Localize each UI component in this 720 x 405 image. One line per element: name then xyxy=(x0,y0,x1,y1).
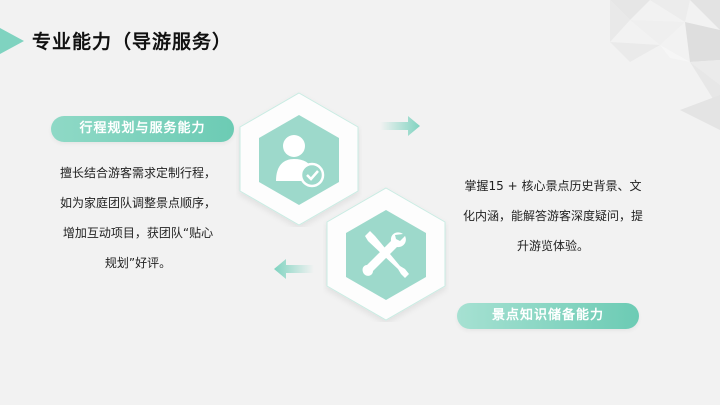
itinerary-service-label: 行程规划与服务能力 xyxy=(51,116,234,142)
user-check-icon xyxy=(276,135,325,188)
user-check-hexagon xyxy=(239,92,359,226)
scenic-knowledge-description: 掌握15 + 核心景点历史背景、文 化内涵，能解答游客深度疑问，提 升游览体验。 xyxy=(462,179,643,253)
scenic-knowledge-label: 景点知识储备能力 xyxy=(457,303,639,329)
arrow-left-icon xyxy=(274,259,314,279)
tools-hexagon xyxy=(326,187,446,321)
background-triangle-pattern xyxy=(610,0,720,130)
itinerary-service-description: 擅长结合游客需求定制行程， 如为家庭团队调整景点顺序， 增加互动项目，获团队“贴… xyxy=(59,166,216,270)
wrench-screwdriver-icon xyxy=(362,231,409,278)
arrow-right-icon xyxy=(380,116,420,136)
page-title: 专业能力（导游服务） xyxy=(32,31,233,53)
title-arrow-icon xyxy=(0,28,24,54)
